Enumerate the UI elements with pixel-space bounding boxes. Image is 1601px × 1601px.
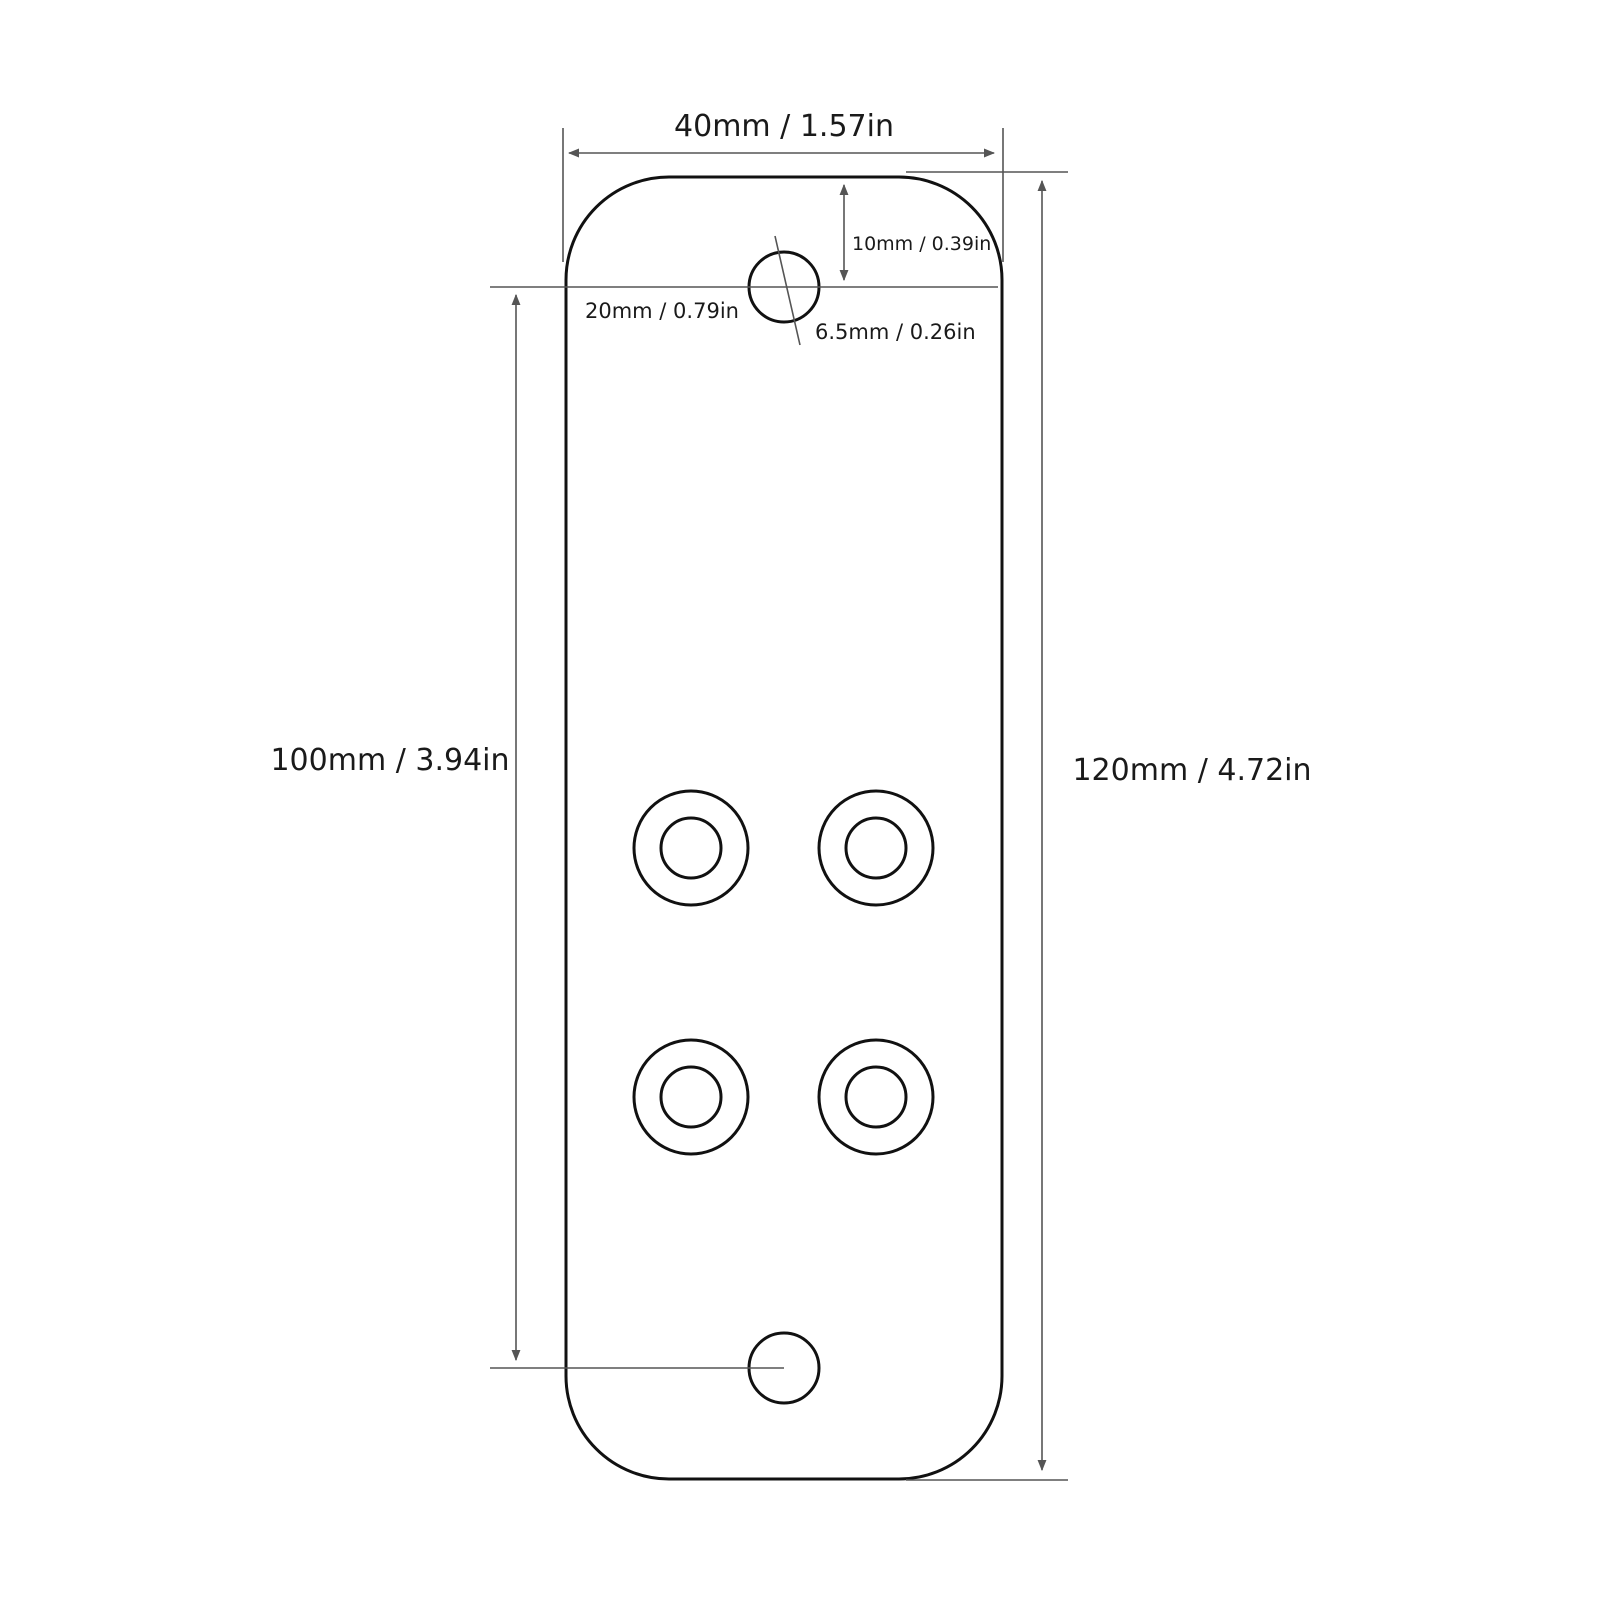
hole-spacing-dimension: 100mm / 3.94in (270, 286, 998, 1369)
total-length-dimension: 120mm / 4.72in (906, 171, 1312, 1481)
hole-diameter-dimension: 6.5mm / 0.26in (774, 235, 976, 346)
countersunk-hole-bottom-left (632, 1038, 750, 1156)
countersunk-hole-top-right (817, 789, 935, 907)
hole-edge-offset-label: 10mm / 0.39in (852, 233, 991, 255)
hole-edge-offset-dimension: 10mm / 0.39in (839, 183, 991, 282)
total-length-label: 120mm / 4.72in (1072, 753, 1311, 788)
plate-outline (564, 175, 1004, 1481)
hole-spacing-label: 100mm / 3.94in (270, 743, 509, 778)
hole-center-from-side-label: 20mm / 0.79in (585, 299, 739, 323)
width-label: 40mm / 1.57in (674, 109, 894, 144)
hole-diameter-label: 6.5mm / 0.26in (815, 320, 976, 344)
countersunk-hole-bottom-right (817, 1038, 935, 1156)
width-dimension: 40mm / 1.57in (562, 109, 1004, 262)
countersunk-hole-top-left (632, 789, 750, 907)
